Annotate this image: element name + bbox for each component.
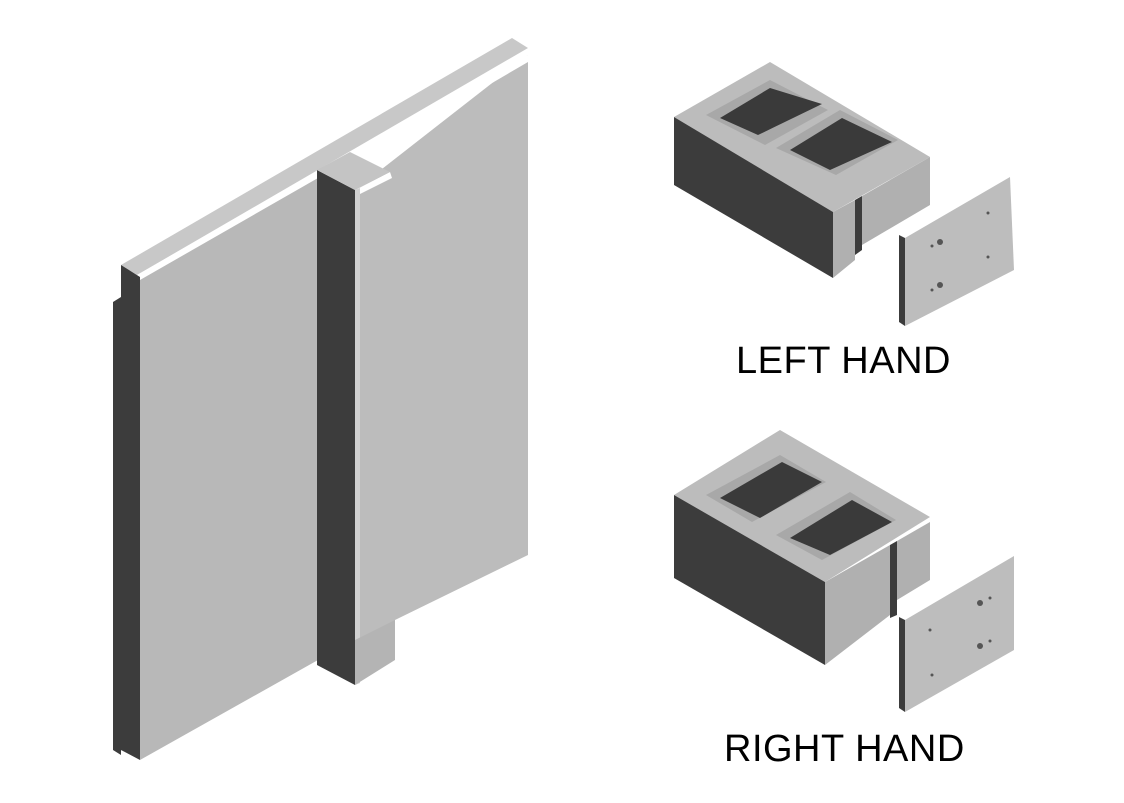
stud-dark-face <box>317 170 355 685</box>
right-hand-label: RIGHT HAND <box>724 728 965 770</box>
left-hand-label: LEFT HAND <box>736 340 951 382</box>
left-hand-block <box>674 62 1014 326</box>
stud-top <box>317 152 390 190</box>
wall-panel-right-face <box>355 55 528 680</box>
wall-top-edge <box>121 38 528 275</box>
wall-panel-assembly <box>113 38 528 760</box>
wall-panel-left-face <box>140 178 318 760</box>
right-hand-block <box>674 430 1014 712</box>
